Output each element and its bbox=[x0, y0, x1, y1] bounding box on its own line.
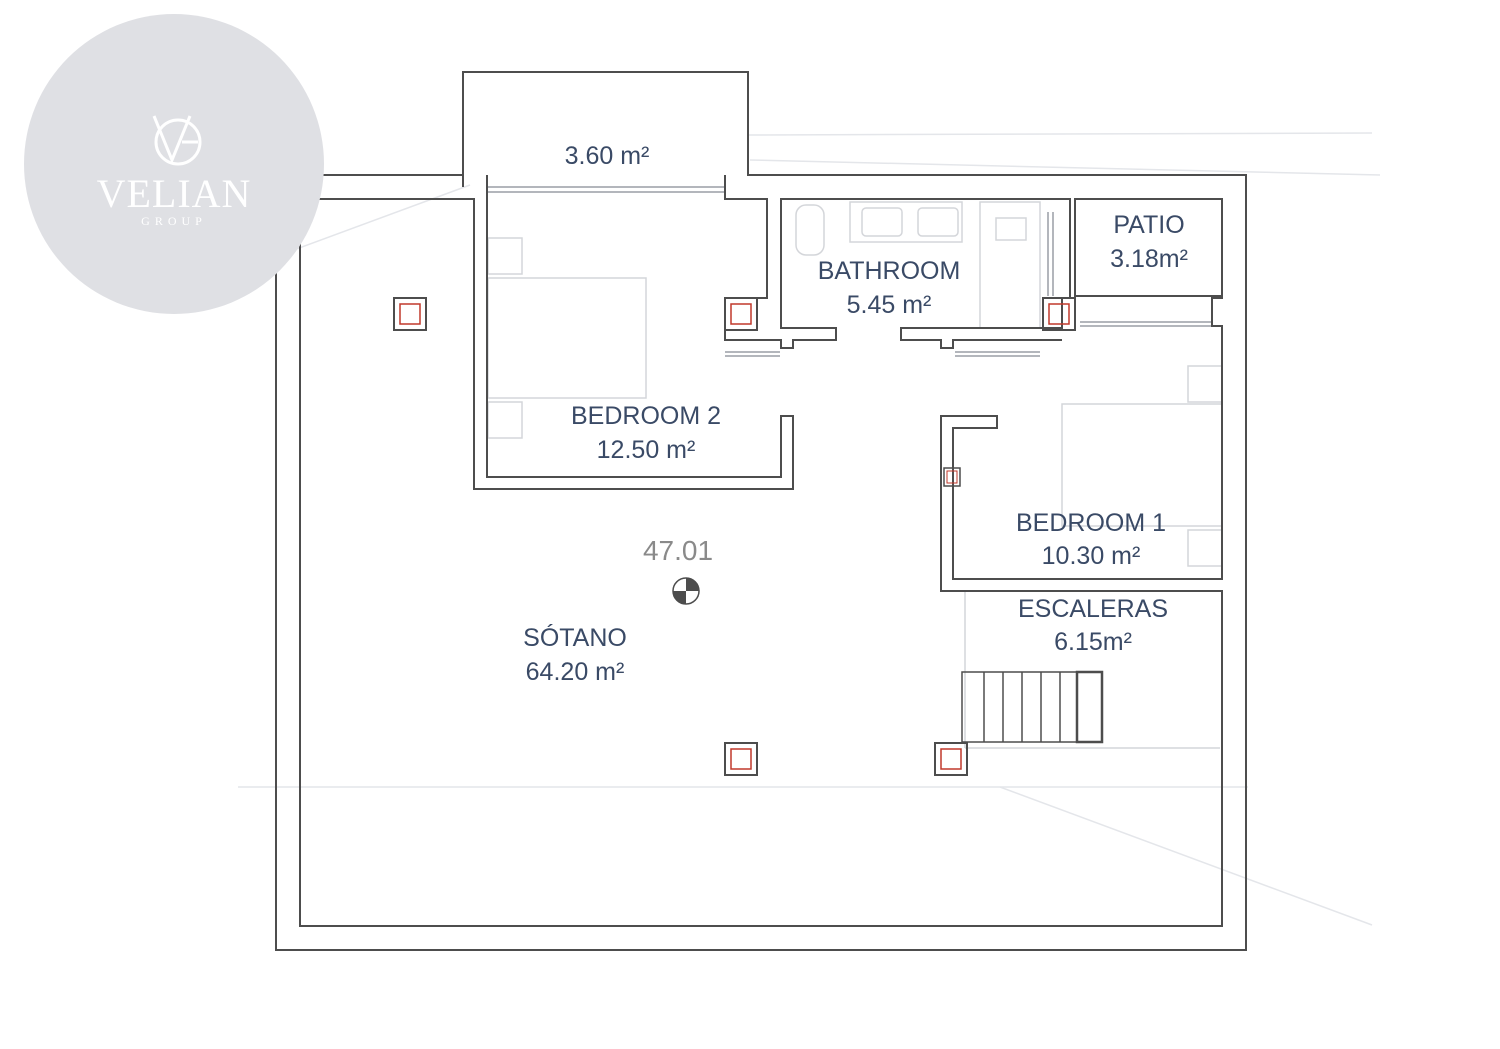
escaleras-name: ESCALERAS bbox=[1018, 595, 1168, 623]
bathroom-area: 5.45 m² bbox=[847, 291, 932, 319]
nightstand bbox=[1187, 529, 1223, 567]
bedroom1-name: BEDROOM 1 bbox=[1016, 509, 1166, 537]
terrace-wall bbox=[462, 175, 1071, 349]
brand-logo: VELIAN GROUP bbox=[24, 14, 324, 314]
brand-sub: GROUP bbox=[141, 214, 207, 228]
bedroom2-area: 12.50 m² bbox=[597, 436, 696, 464]
walls bbox=[275, 71, 1247, 951]
shower bbox=[979, 201, 1041, 329]
openings bbox=[488, 186, 1212, 357]
shower-tray bbox=[995, 217, 1027, 241]
escaleras-area: 6.15m² bbox=[1054, 628, 1132, 656]
sotano-area: 64.20 m² bbox=[526, 658, 625, 686]
sink bbox=[861, 207, 903, 237]
stair-flight bbox=[961, 671, 1103, 743]
outer-wall bbox=[275, 71, 1247, 951]
stair-landing bbox=[1075, 670, 1104, 744]
elevation-marker bbox=[672, 577, 700, 605]
inner-wall bbox=[299, 198, 1223, 927]
sink bbox=[917, 207, 959, 237]
monogram-icon bbox=[152, 115, 202, 166]
elevation-value: 47.01 bbox=[643, 535, 713, 566]
column bbox=[1042, 297, 1076, 331]
column bbox=[724, 742, 758, 776]
vanity bbox=[849, 201, 963, 243]
sotano-name: SÓTANO bbox=[523, 623, 627, 652]
inner-wall bbox=[300, 198, 794, 490]
bedroom2-name: BEDROOM 2 bbox=[571, 402, 721, 430]
patio-area: 3.18m² bbox=[1110, 245, 1188, 273]
nightstand bbox=[487, 401, 523, 439]
column bbox=[724, 297, 758, 331]
guide-lines bbox=[238, 132, 1381, 926]
stairs bbox=[961, 670, 1104, 744]
bathroom-name: BATHROOM bbox=[818, 257, 961, 285]
column bbox=[393, 297, 427, 331]
patio-name: PATIO bbox=[1113, 211, 1184, 239]
columns bbox=[393, 297, 1076, 776]
labels: 3.60 m² BEDROOM 2 12.50 m² BATHROOM 5.45… bbox=[523, 142, 1188, 686]
brand-name: VELIAN bbox=[96, 171, 252, 216]
toilet bbox=[795, 204, 825, 256]
bedroom1-area: 10.30 m² bbox=[1042, 542, 1141, 570]
bed-bedroom2 bbox=[487, 277, 647, 399]
column bbox=[934, 742, 968, 776]
column bbox=[943, 467, 961, 487]
nightstand bbox=[1187, 365, 1223, 403]
bed-bedroom1 bbox=[1061, 403, 1223, 527]
nightstand bbox=[487, 237, 523, 275]
terrace-area: 3.60 m² bbox=[565, 142, 650, 170]
